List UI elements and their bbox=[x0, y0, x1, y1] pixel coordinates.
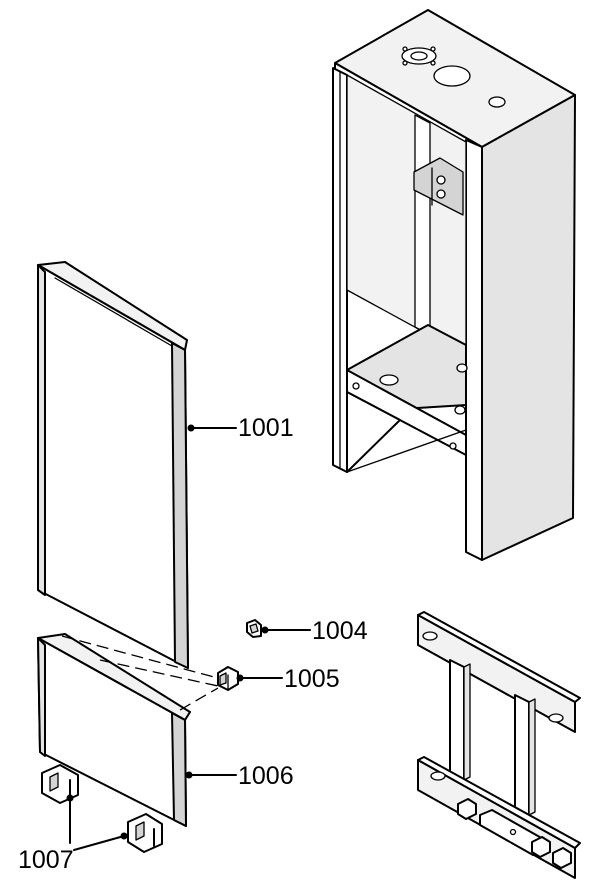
hinge-upper bbox=[41, 764, 79, 804]
lower-panel-callout: 1006 bbox=[185, 762, 294, 790]
front-panel bbox=[37, 261, 189, 669]
label-1001: 1001 bbox=[238, 414, 294, 442]
label-1004: 1004 bbox=[312, 617, 368, 645]
hinge-lower bbox=[127, 813, 163, 853]
clip-part bbox=[246, 619, 262, 638]
connector-callout: 1005 bbox=[236, 665, 340, 693]
label-1006: 1006 bbox=[238, 762, 294, 790]
cabinet-frame bbox=[332, 9, 576, 561]
label-1005: 1005 bbox=[284, 665, 340, 693]
label-1007: 1007 bbox=[18, 846, 74, 874]
front-panel-callout: 1001 bbox=[187, 414, 294, 442]
hinges-callout: 1007 bbox=[18, 794, 128, 874]
lower-panel bbox=[37, 633, 226, 827]
connector-part bbox=[217, 666, 239, 691]
clip-callout: 1004 bbox=[261, 617, 368, 645]
mounting-bracket bbox=[417, 611, 581, 879]
